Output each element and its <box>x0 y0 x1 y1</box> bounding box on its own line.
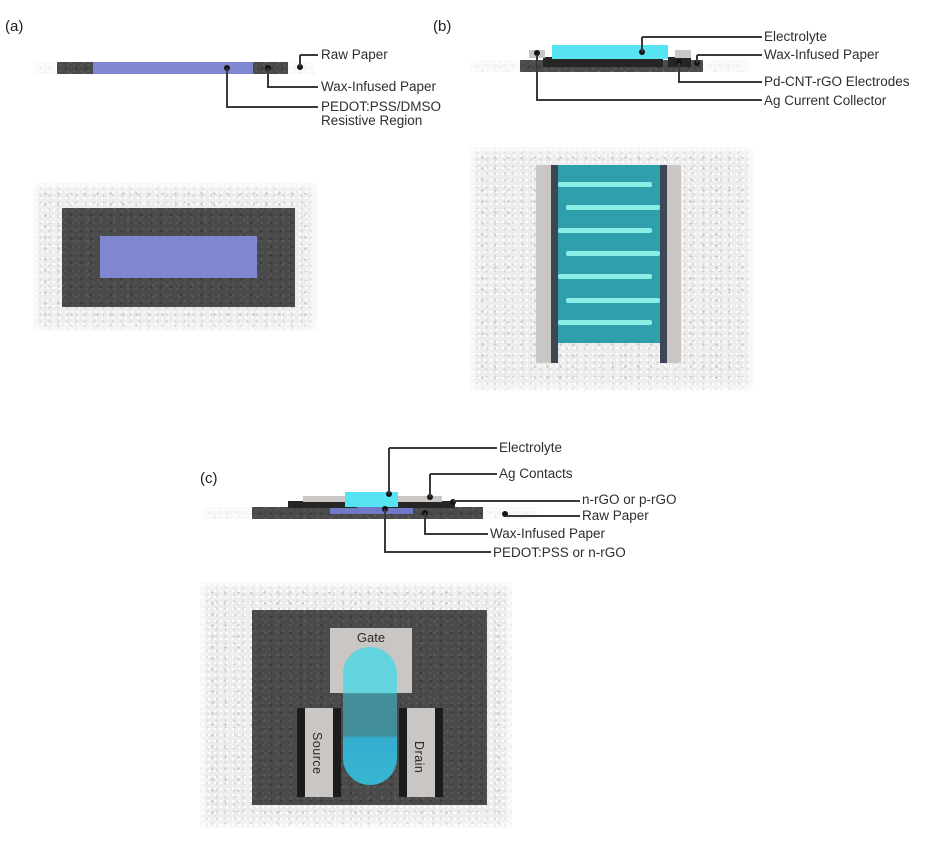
a-xsec-pedot-region <box>93 62 253 74</box>
c-label-wax: Wax-Infused Paper <box>490 526 606 541</box>
b-xsec-raw-paper-left <box>470 60 520 72</box>
c-label-pedot: PEDOT:PSS or n-rGO <box>493 545 626 560</box>
b-topview-collector-strip-right <box>660 165 667 363</box>
a-xsec-wax-left <box>57 62 93 74</box>
a-label-pedot-line2: Resistive Region <box>321 113 423 128</box>
b-electrode-finger-4 <box>566 251 660 256</box>
c-xsec-pedot-channel <box>330 506 413 514</box>
b-electrode-finger-7 <box>558 320 652 325</box>
b-xsec-electrode-layer-main <box>543 57 663 67</box>
b-topview-collector-strip-left <box>551 165 558 363</box>
b-leader-collector-v <box>536 55 538 101</box>
c-xsec-electrolyte <box>345 492 398 507</box>
c-dot-ag <box>427 494 433 500</box>
b-electrode-finger-3 <box>558 228 652 233</box>
c-xsec-rgo-layer-left <box>288 501 357 508</box>
a-leader-wax-h <box>268 86 318 88</box>
c-leader-ag-v <box>429 474 431 497</box>
c-gate-label: Gate <box>356 630 386 645</box>
c-xsec-rgo-layer-right <box>383 501 455 508</box>
a-dot-raw-paper <box>297 64 303 70</box>
c-label-electrolyte: Electrolyte <box>499 440 563 455</box>
b-electrode-finger-2 <box>566 205 660 210</box>
b-dot-electrodes <box>676 59 682 65</box>
c-topview-electrolyte-pill <box>343 647 397 785</box>
b-leader-wax-v <box>696 55 698 63</box>
b-dot-wax <box>694 60 700 66</box>
b-leader-wax-h <box>697 54 762 56</box>
b-electrode-finger-1 <box>558 182 652 187</box>
b-leader-electrolyte-v <box>641 37 643 52</box>
panel-c-tag: (c) <box>200 470 218 487</box>
c-source-pad <box>305 708 333 797</box>
b-topview-ag-bar-right <box>667 165 681 363</box>
a-label-pedot-line1: PEDOT:PSS/DMSO <box>321 99 442 114</box>
c-leader-wax-v <box>424 513 426 535</box>
c-xsec-ag-contact-right <box>397 496 442 502</box>
c-leader-ag-h <box>430 473 497 475</box>
a-leader-pedot-v <box>226 68 228 108</box>
a-leader-pedot-h <box>227 106 318 108</box>
c-leader-pedot-v <box>384 509 386 553</box>
b-label-collector: Ag Current Collector <box>764 93 887 108</box>
b-xsec-ag-collector-right <box>675 50 691 58</box>
b-label-wax: Wax-Infused Paper <box>764 47 880 62</box>
a-leader-raw-h <box>300 54 318 56</box>
a-xsec-raw-paper-left <box>33 62 57 74</box>
a-leader-raw-v <box>299 55 301 67</box>
c-leader-wax-h <box>425 533 488 535</box>
c-label-ag: Ag Contacts <box>499 466 573 481</box>
c-drain-pad <box>407 708 435 797</box>
b-leader-collector-h <box>537 99 762 101</box>
b-leader-electrodes-h <box>679 81 762 83</box>
a-label-wax: Wax-Infused Paper <box>321 79 437 94</box>
b-leader-electrolyte-h <box>642 36 762 38</box>
b-leader-electrodes-v <box>678 63 680 83</box>
c-source-label: Source <box>310 732 324 775</box>
c-xsec-raw-paper-right <box>483 507 537 519</box>
c-label-raw: Raw Paper <box>582 508 649 523</box>
b-xsec-raw-paper-right <box>703 60 750 72</box>
c-dot-raw <box>502 511 508 517</box>
c-leader-raw-h <box>506 515 580 517</box>
b-dot-electrolyte <box>639 49 645 55</box>
c-drain-label: Drain <box>412 741 426 774</box>
c-xsec-raw-paper-left <box>202 507 252 519</box>
c-drain-edge-left <box>399 708 407 797</box>
b-electrode-finger-5 <box>558 274 652 279</box>
b-electrode-finger-6 <box>566 298 660 303</box>
a-topview-pedot-region <box>100 236 257 278</box>
c-source-edge-left <box>297 708 305 797</box>
b-label-electrodes: Pd-CNT-rGO Electrodes <box>764 74 910 89</box>
a-leader-wax-v <box>267 68 269 88</box>
panel-a-tag: (a) <box>5 18 24 35</box>
b-label-electrolyte: Electrolyte <box>764 29 828 44</box>
a-label-raw-paper: Raw Paper <box>321 47 388 62</box>
c-dot-electrolyte <box>386 491 392 497</box>
c-label-nrgo: n-rGO or p-rGO <box>582 492 677 507</box>
c-xsec-ag-contact-left <box>303 496 350 502</box>
b-dot-collector <box>534 50 540 56</box>
b-topview-ag-bar-left <box>536 165 551 363</box>
c-leader-pedot-h <box>385 551 491 553</box>
b-xsec-electrolyte <box>552 45 668 59</box>
b-topview-electrode-area <box>558 165 660 343</box>
c-leader-electrolyte-h <box>389 447 497 449</box>
c-drain-edge-right <box>435 708 443 797</box>
c-source-edge-right <box>333 708 341 797</box>
c-topview-source-bar: Source <box>297 708 341 797</box>
c-leader-electrolyte-v <box>388 448 390 494</box>
c-topview-drain-bar: Drain <box>399 708 443 797</box>
panel-b-tag: (b) <box>433 18 452 35</box>
c-dot-nrgo <box>450 499 456 505</box>
c-leader-nrgo-h <box>453 500 580 502</box>
